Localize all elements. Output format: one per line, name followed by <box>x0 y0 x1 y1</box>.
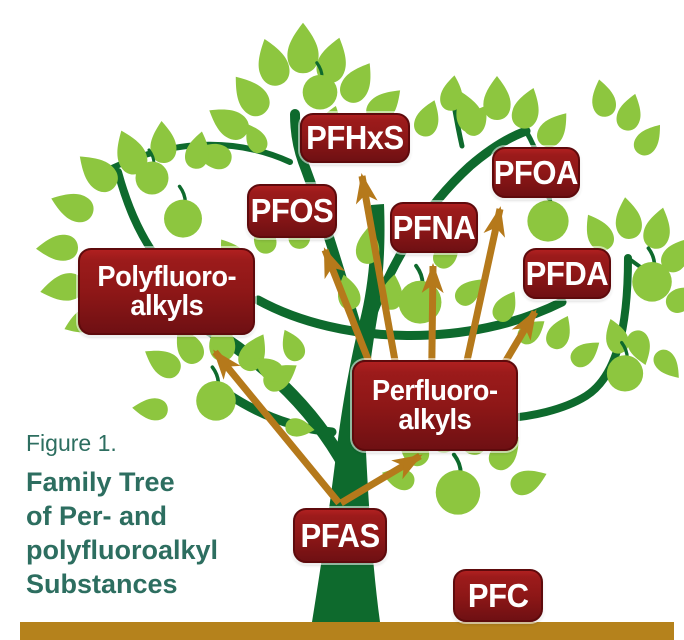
figure-title-line: polyfluoroalkyl <box>26 535 219 565</box>
node-label: PFNA <box>392 208 476 246</box>
node-label: Polyfluoro- <box>97 261 236 294</box>
node-label: alkyls <box>130 289 203 322</box>
node-label: PFDA <box>525 254 609 292</box>
ground-bar <box>20 622 674 640</box>
node-label: PFOS <box>250 192 334 229</box>
node-pfoa: PFOA <box>492 147 580 198</box>
node-label: alkyls <box>398 403 472 436</box>
figure-title: Family Tree of Per- and polyfluoroalkyl … <box>26 465 256 601</box>
node-label: PFOA <box>493 153 579 191</box>
node-pfhxs: PFHxS <box>300 113 410 163</box>
node-pfos: PFOS <box>247 184 337 238</box>
node-label: PFHxS <box>306 119 404 156</box>
node-pfna: PFNA <box>390 202 478 253</box>
node-pfda: PFDA <box>523 248 611 299</box>
figure-label: Figure 1. <box>26 430 117 456</box>
node-label: PFC <box>467 576 529 614</box>
node-perfluoroalkyls: Perfluoro- alkyls <box>352 360 518 451</box>
figure-caption: Figure 1. Family Tree of Per- and polyfl… <box>26 430 256 601</box>
node-label: Perfluoro- <box>372 375 498 408</box>
figure-title-line: Family Tree <box>26 467 175 497</box>
node-pfas: PFAS <box>293 508 387 563</box>
node-pfc: PFC <box>453 569 543 622</box>
figure-title-line: Substances <box>26 569 178 599</box>
node-label: PFAS <box>300 516 380 554</box>
node-polyfluoroalkyls: Polyfluoro- alkyls <box>78 248 255 335</box>
figure-title-line: of Per- and <box>26 501 168 531</box>
